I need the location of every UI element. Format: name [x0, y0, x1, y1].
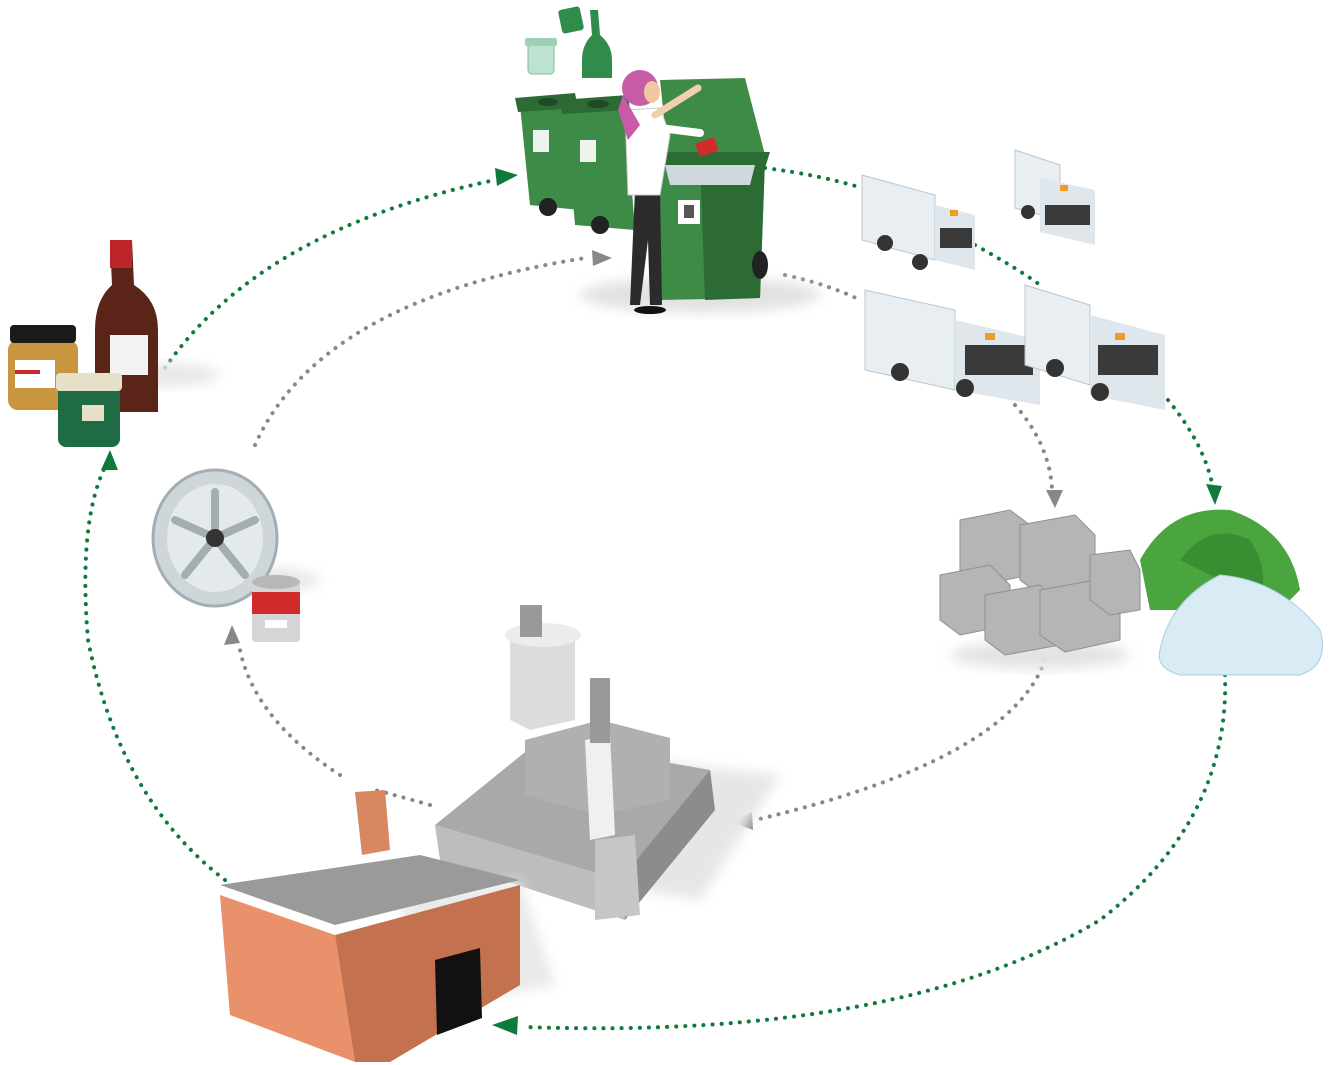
recycling-bins-illustration — [515, 6, 820, 314]
arrowhead-to-bins — [495, 168, 518, 186]
truck-4 — [1024, 284, 1165, 410]
thrown-glass-icon — [525, 6, 612, 78]
glass-cycle-arrows — [83, 166, 1228, 1031]
bin-back-middle — [560, 95, 635, 234]
bin-front-open — [655, 78, 770, 300]
arrowhead-to-bales — [1046, 490, 1063, 508]
arrow-bales-to-smelter — [753, 658, 1047, 822]
arrow-trucks-to-trucks — [973, 243, 1042, 287]
arrow-factory-to-glass-products — [83, 463, 227, 882]
truck-3 — [864, 289, 1040, 405]
arrow-products-to-bins — [163, 178, 497, 370]
person-recycling — [618, 70, 719, 314]
arrowhead-to-products — [101, 450, 118, 470]
arrowhead-to-factory — [492, 1016, 518, 1035]
arrow-factory-to-metal-products — [238, 648, 342, 777]
arrowhead-to-cullet — [1206, 484, 1222, 505]
arrowhead-to-bins-grey — [592, 250, 612, 266]
metal-smelter-illustration — [435, 605, 780, 920]
glass-arrow-heads — [101, 168, 1222, 1035]
arrow-bins-to-trucks — [763, 166, 864, 190]
arrowhead-to-metal-products — [224, 625, 240, 645]
truck-2 — [1014, 149, 1095, 245]
glass-factory-illustration — [220, 790, 555, 1062]
bin-back-left — [515, 93, 580, 216]
glass-cullet-illustration — [1140, 509, 1323, 676]
arrow-trucks-to-cullet — [1166, 398, 1215, 490]
collection-trucks-illustration — [861, 149, 1165, 410]
arrow-bins-to-trucks-grey — [783, 273, 862, 302]
tin-can-icon — [252, 575, 300, 642]
green-jar-icon — [56, 373, 122, 447]
metal-products-illustration — [151, 468, 320, 642]
glass-products-illustration — [8, 240, 220, 447]
metal-bales-illustration — [939, 509, 1141, 669]
arrow-products-to-bins-grey — [253, 256, 587, 447]
truck-1 — [861, 174, 975, 270]
arrow-trucks-to-bales — [1013, 403, 1054, 492]
honey-jar-icon — [8, 325, 78, 410]
